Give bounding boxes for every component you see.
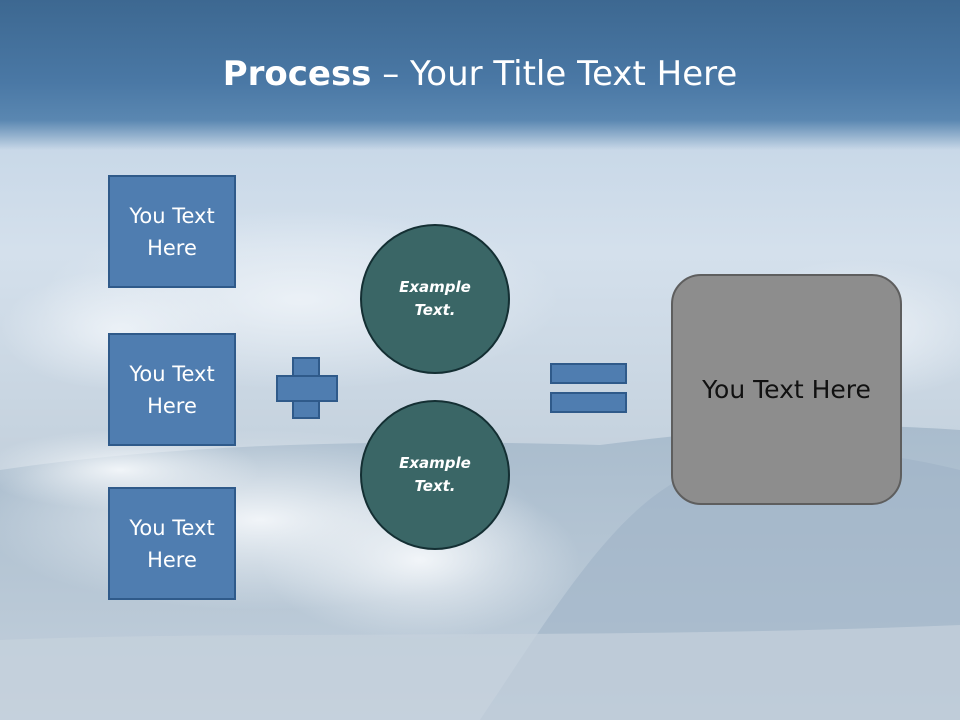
- title-rest: – Your Title Text Here: [371, 54, 738, 94]
- example-circle-2: Example Text.: [360, 400, 510, 550]
- left-box-1: You Text Here: [108, 175, 236, 288]
- left-box-3: You Text Here: [108, 487, 236, 600]
- example-circle-1: Example Text.: [360, 224, 510, 374]
- title-band: [0, 0, 960, 150]
- slide-title: Process – Your Title Text Here: [0, 52, 960, 96]
- circle-label-1: Example Text.: [399, 278, 471, 319]
- result-box: You Text Here: [671, 274, 902, 505]
- title-bold: Process: [222, 54, 372, 94]
- left-box-2: You Text Here: [108, 333, 236, 446]
- circle-label-2: Example Text.: [399, 454, 471, 495]
